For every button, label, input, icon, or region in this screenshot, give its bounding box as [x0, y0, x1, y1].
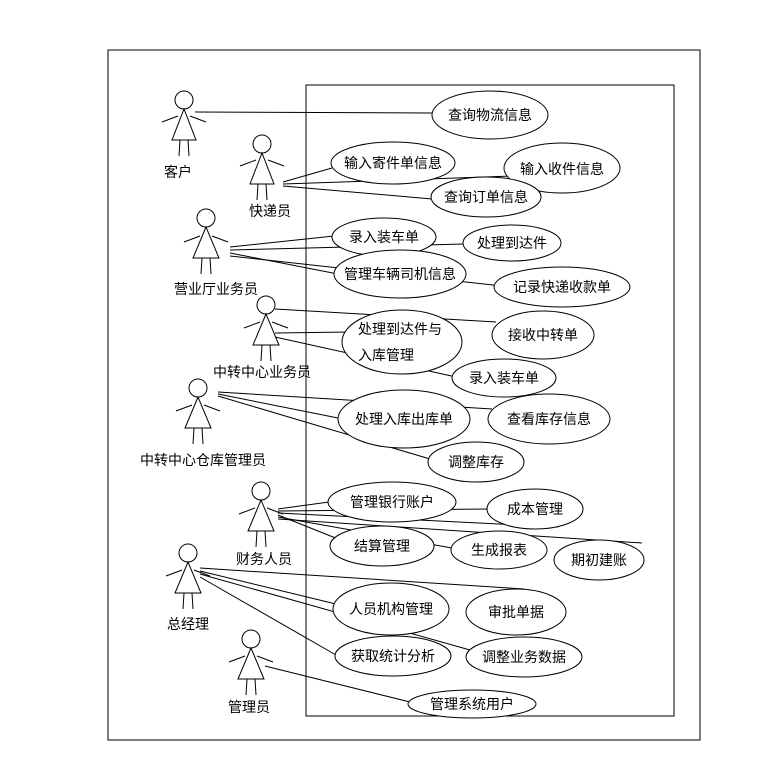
usecase-label-handle-in-out: 处理入库出库单 — [355, 412, 453, 428]
usecase-label-manage-vehicle-driver: 管理车辆司机信息 — [344, 266, 456, 283]
actor-general-manager — [165, 543, 211, 610]
usecase-label-adjust-inventory: 调整库存 — [448, 455, 504, 471]
usecase-handle-in-out — [337, 389, 471, 449]
actor-label-hall-clerk: 营业厅业务员 — [174, 282, 258, 298]
usecase-label-enter-loading-2: 录入装车单 — [469, 370, 539, 387]
usecase-label-input-receive: 输入收件信息 — [520, 161, 604, 178]
usecase-label-statistics: 获取统计分析 — [351, 649, 435, 665]
usecase-settlement — [329, 525, 435, 567]
usecase-manage-users — [407, 689, 537, 719]
usecase-label-query-logistics: 查询物流信息 — [448, 107, 532, 124]
usecase-label-personnel-org: 人员机构管理 — [349, 602, 433, 618]
usecase-view-inventory — [487, 393, 611, 445]
usecase-label-manage-users: 管理系统用户 — [430, 696, 514, 713]
usecase-input-receive — [503, 142, 621, 194]
usecase-enter-loading-2 — [451, 358, 557, 398]
usecase-adjust-business — [465, 636, 583, 678]
actor-label-transit-clerk: 中转中心业务员 — [213, 365, 311, 381]
usecase-record-payment — [493, 266, 631, 308]
usecase-handle-arrival-warehouse — [341, 309, 463, 375]
actor-label-general-manager: 总经理 — [167, 617, 209, 633]
usecase-label-manage-bank: 管理银行账户 — [350, 494, 434, 511]
actor-transit-clerk — [243, 295, 289, 362]
usecase-approve-docs — [465, 588, 567, 636]
usecase-label-handle-arrival-1: 处理到达件 — [477, 236, 547, 252]
usecase-label-handle-arrival-warehouse-2: 入库管理 — [358, 348, 414, 364]
usecase-manage-vehicle-driver — [333, 249, 467, 299]
usecase-label-query-order: 查询订单信息 — [444, 189, 528, 206]
usecase-label-initial-account: 期初建账 — [571, 552, 627, 569]
usecase-label-view-inventory: 查看库存信息 — [507, 411, 591, 428]
actor-admin — [228, 629, 274, 696]
usecase-label-generate-report: 生成报表 — [471, 543, 527, 559]
actor-customer — [161, 90, 207, 157]
usecase-cost-manage — [486, 488, 584, 530]
usecase-label-settlement: 结算管理 — [354, 539, 410, 555]
usecase-label-input-send-order: 输入寄件单信息 — [344, 155, 442, 172]
actor-label-warehouse-manager: 中转中心仓库管理员 — [140, 453, 266, 469]
usecase-adjust-inventory — [427, 441, 525, 483]
usecase-generate-report — [450, 530, 548, 570]
usecase-label-adjust-business: 调整业务数据 — [482, 650, 566, 666]
usecase-receive-transfer — [491, 310, 595, 360]
actor-finance — [238, 481, 284, 548]
actor-label-courier: 快递员 — [249, 204, 291, 220]
usecase-label-enter-loading-1: 录入装车单 — [349, 229, 419, 246]
outer-frame — [107, 49, 701, 741]
usecase-input-send-order — [330, 141, 456, 185]
usecase-manage-bank — [327, 481, 457, 523]
actor-label-customer: 客户 — [164, 164, 192, 181]
usecase-label-record-payment: 记录快递收款单 — [513, 280, 611, 296]
usecase-query-logistics — [431, 90, 549, 140]
usecase-personnel-org — [332, 582, 450, 636]
usecase-handle-arrival-1 — [462, 224, 562, 262]
usecase-label-handle-arrival-warehouse-1: 处理到达件与 — [358, 322, 442, 338]
usecase-label-receive-transfer: 接收中转单 — [508, 327, 578, 344]
actor-label-admin: 管理员 — [228, 700, 270, 716]
usecase-label-cost-manage: 成本管理 — [507, 502, 563, 518]
actor-courier — [239, 134, 285, 201]
actor-warehouse-manager — [175, 378, 221, 445]
actor-hall-clerk — [183, 208, 229, 275]
use-cases — [327, 90, 645, 719]
usecase-statistics — [334, 635, 452, 677]
usecase-label-approve-docs: 审批单据 — [488, 605, 544, 621]
usecase-query-order — [430, 176, 542, 218]
usecase-initial-account — [553, 539, 645, 581]
actor-label-finance: 财务人员 — [236, 552, 292, 568]
